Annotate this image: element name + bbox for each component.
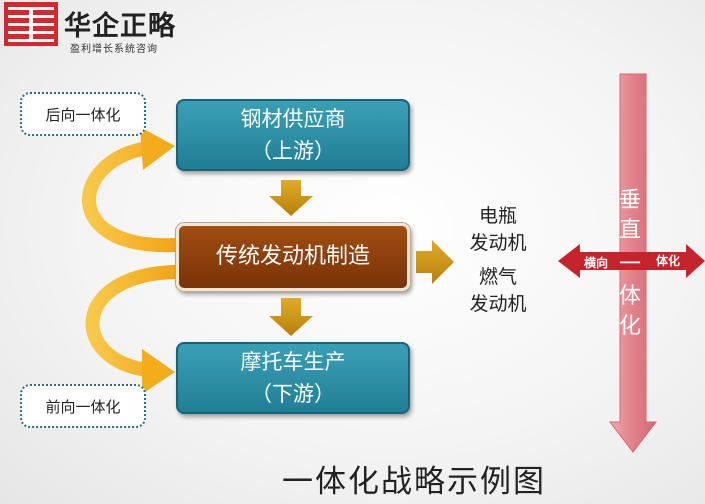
vertical-char-4: 体 xyxy=(618,284,641,309)
logo-name: 华企正略 xyxy=(64,11,176,42)
production-sublabel: （下游） xyxy=(251,382,335,406)
right-arrow xyxy=(416,240,454,284)
backward-curve-arrow xyxy=(82,127,182,253)
vertical-char-3: 一 xyxy=(618,252,641,277)
down-arrow-2 xyxy=(269,298,313,336)
horizontal-label-right: 体化 xyxy=(656,254,681,268)
gas-engine-line1: 燃气 xyxy=(478,266,517,288)
battery-engine-line1: 电瓶 xyxy=(478,205,517,227)
logo-tagline: 盈利增长系统咨询 xyxy=(70,44,158,55)
gas-engine-line2: 发动机 xyxy=(469,293,527,315)
horizontal-label-left: 横向 xyxy=(584,256,609,270)
supplier-sublabel: （上游） xyxy=(251,139,335,163)
forward-curve-arrow xyxy=(85,265,182,394)
supplier-label: 钢材供应商 xyxy=(240,107,346,131)
manufacturing-label: 传统发动机制造 xyxy=(215,244,370,269)
vertical-char-5: 化 xyxy=(618,314,641,339)
manufacturing-box: 传统发动机制造 xyxy=(176,223,410,291)
supplier-box: 钢材供应商 （上游） xyxy=(176,99,410,171)
vertical-char-1: 垂 xyxy=(618,188,641,213)
horizontal-integration-arrow xyxy=(558,244,705,278)
production-box: 摩托车生产 （下游） xyxy=(176,342,410,414)
vertical-char-2: 直 xyxy=(618,218,641,243)
forward-integration-label: 前向一体化 xyxy=(20,384,146,428)
backward-integration-label: 后向一体化 xyxy=(20,92,146,136)
battery-engine-line2: 发动机 xyxy=(469,232,527,254)
gas-engine-label: 燃气 发动机 xyxy=(458,264,538,318)
battery-engine-label: 电瓶 发动机 xyxy=(458,203,538,257)
production-label: 摩托车生产 xyxy=(240,350,346,374)
logo-mark-icon xyxy=(4,2,58,46)
diagram-caption: 一体化战略示例图 xyxy=(282,464,546,500)
down-arrow-1 xyxy=(269,180,313,216)
